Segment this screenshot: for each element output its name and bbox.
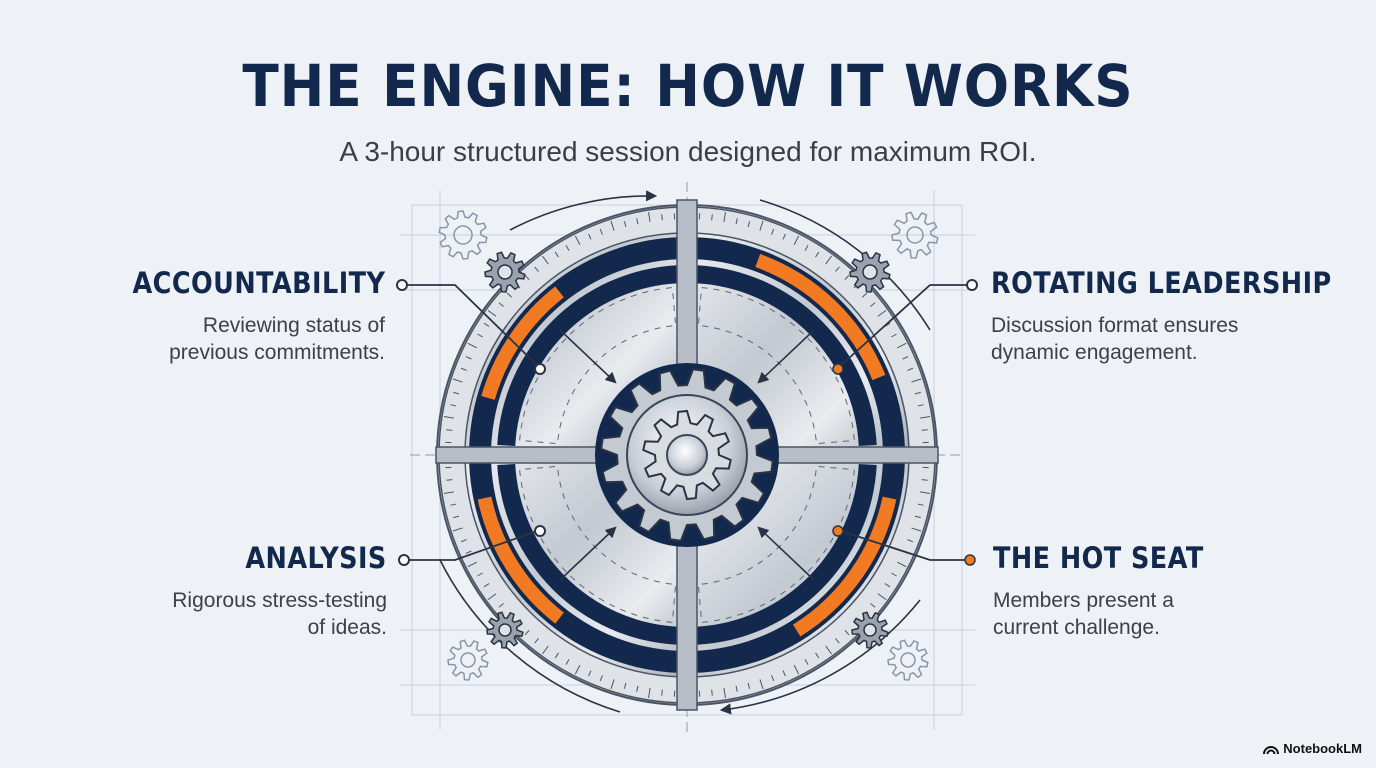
stage-rotating-leadership: ROTATING LEADERSHIP Discussion format en… [991,266,1376,366]
leader-lines [402,284,972,561]
description-line: Discussion format ensures [991,314,1239,337]
notebooklm-logo-icon [1263,745,1280,754]
stage-description: Rigorous stress-testing of ideas. [172,587,387,641]
stage-analysis: ANALYSIS Rigorous stress-testing of idea… [172,541,387,641]
page-title: THE ENGINE: HOW IT WORKS [242,52,1134,120]
description-line: of ideas. [307,616,387,639]
stage-description: Members present a current challenge. [993,587,1232,641]
description-line: Rigorous stress-testing [172,589,387,612]
brand-name: NotebookLM [1283,741,1362,756]
page-subtitle: A 3-hour structured session designed for… [339,136,1037,167]
stage-hot-seat: THE HOT SEAT Members present a current c… [993,541,1232,641]
description-line: dynamic engagement. [991,341,1198,364]
stage-description: Discussion format ensures dynamic engage… [991,312,1376,366]
central-gear-hub [595,363,779,547]
stage-description: Reviewing status of previous commitments… [98,312,385,366]
stage-heading: ACCOUNTABILITY [132,266,385,300]
stage-heading: THE HOT SEAT [993,541,1204,575]
description-line: previous commitments. [169,341,385,364]
stage-heading: ROTATING LEADERSHIP [991,266,1332,300]
inward-arrows [559,329,815,581]
description-line: current challenge. [993,616,1160,639]
orbit-arrows [439,190,931,715]
stage-heading: ANALYSIS [245,541,387,575]
stage-accountability: ACCOUNTABILITY Reviewing status of previ… [98,266,385,366]
description-line: Reviewing status of [202,314,385,337]
decorative-gears [438,210,939,681]
leader-dots [396,279,978,566]
quadrant-accountability [436,204,687,455]
brand-badge: NotebookLM [1263,741,1362,756]
description-line: Members present a [993,589,1174,612]
